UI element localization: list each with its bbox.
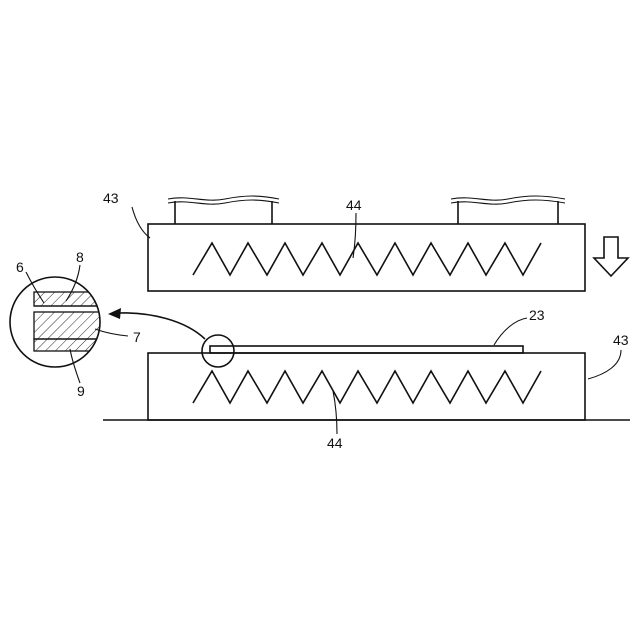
magnified-detail — [10, 277, 104, 367]
label-layer-8: 8 — [76, 249, 84, 265]
label-layer-7: 7 — [133, 329, 141, 345]
detail-marker-circle — [202, 335, 234, 367]
detail-arrowhead — [108, 308, 121, 319]
label-lower-heater: 44 — [327, 435, 343, 451]
label-layer-9: 9 — [77, 383, 85, 399]
upper-press-plate — [148, 196, 585, 291]
label-lower-plate: 43 — [613, 332, 629, 348]
detail-pointer-arrow — [118, 313, 205, 339]
hollow-arrow-down-icon — [594, 237, 628, 276]
workpiece — [210, 346, 523, 353]
lower-heater-coil — [193, 371, 541, 403]
label-layer-6: 6 — [16, 259, 24, 275]
label-workpiece: 23 — [529, 307, 545, 323]
label-upper-plate: 43 — [103, 190, 119, 206]
label-upper-heater: 44 — [346, 197, 362, 213]
upper-heater-coil — [193, 243, 541, 275]
